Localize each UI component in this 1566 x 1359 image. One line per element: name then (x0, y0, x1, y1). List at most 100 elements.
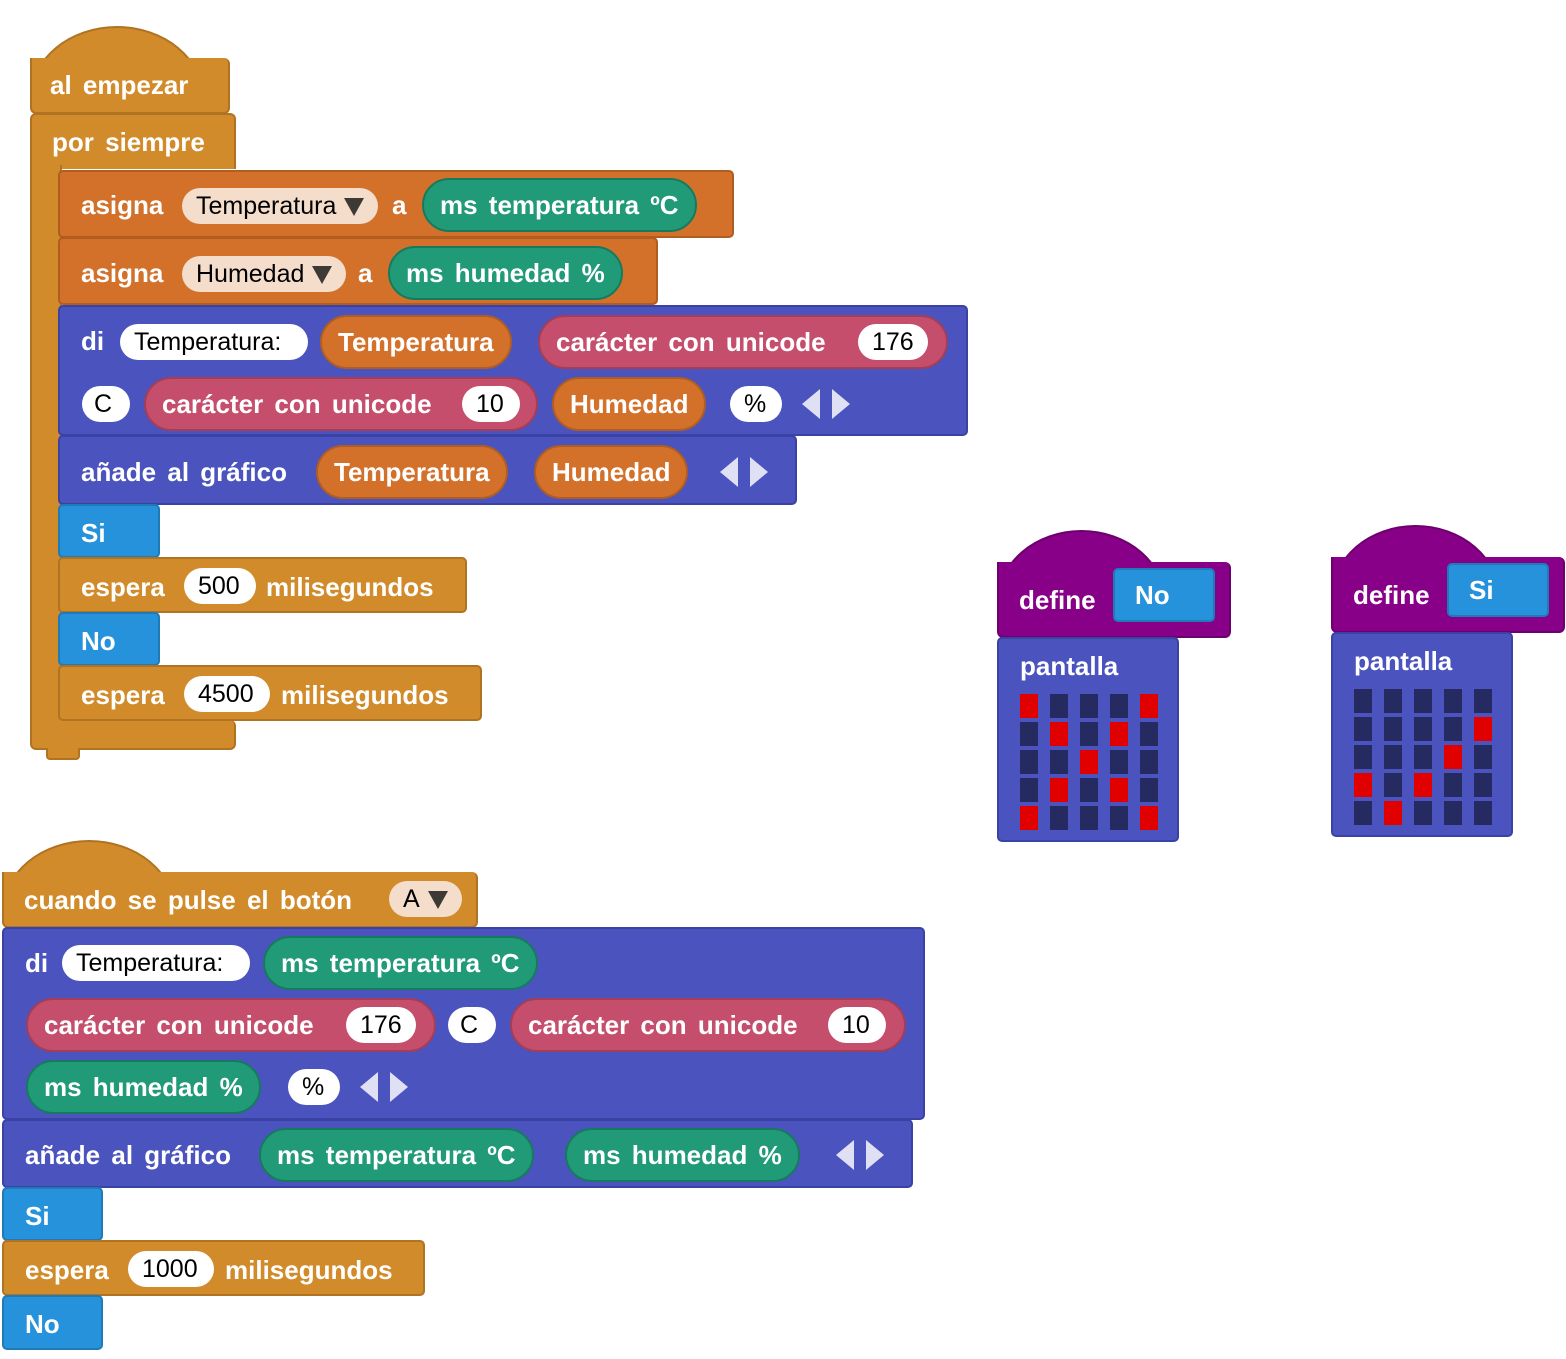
led-r4-c2[interactable] (1080, 806, 1098, 830)
led-r0-c2[interactable] (1080, 694, 1098, 718)
add-remove-args-arrows[interactable] (802, 389, 852, 419)
arrow-right-icon[interactable] (832, 389, 850, 419)
led-r0-c4[interactable] (1474, 689, 1492, 713)
led-r4-c3[interactable] (1444, 801, 1462, 825)
led-r4-c1[interactable] (1384, 801, 1402, 825)
led-r0-c0[interactable] (1020, 694, 1038, 718)
led-r4-c4[interactable] (1474, 801, 1492, 825)
say-text-field-2[interactable]: C (448, 1007, 496, 1043)
led-r2-c1[interactable] (1384, 745, 1402, 769)
humidity-sensor-reporter[interactable]: ms humedad % (388, 246, 623, 300)
led-r3-c3[interactable] (1110, 778, 1128, 802)
arrow-left-icon[interactable] (360, 1072, 378, 1102)
led-r4-c4[interactable] (1140, 806, 1158, 830)
button-dropdown[interactable]: A (389, 881, 462, 917)
say-text-field-3[interactable]: % (288, 1069, 340, 1105)
add-remove-args-arrows[interactable] (720, 457, 770, 487)
variable-dropdown-humidity[interactable]: Humedad (182, 256, 347, 292)
led-r3-c1[interactable] (1384, 773, 1402, 797)
say-text-field-1[interactable]: Temperatura: (120, 324, 308, 360)
function-name-no[interactable]: No (1113, 568, 1215, 622)
led-r3-c3[interactable] (1444, 773, 1462, 797)
call-si-block[interactable]: Si (58, 504, 160, 558)
temperature-variable-reporter[interactable]: Temperatura (316, 445, 508, 499)
unicode-value-field-176[interactable]: 176 (858, 324, 928, 360)
say-text-field-2[interactable]: C (82, 386, 130, 422)
unicode-value-field-10[interactable]: 10 (828, 1007, 886, 1043)
humidity-variable-reporter[interactable]: Humedad (552, 377, 707, 431)
led-r1-c3[interactable] (1110, 722, 1128, 746)
forever-block[interactable]: por siempre (30, 113, 236, 169)
wait-4500-block[interactable]: espera 4500 milisegundos (58, 665, 482, 721)
call-no-block[interactable]: No (2, 1295, 103, 1350)
unicode-value-field-176[interactable]: 176 (346, 1007, 416, 1043)
led-r1-c4[interactable] (1474, 717, 1492, 741)
led-r1-c4[interactable] (1140, 722, 1158, 746)
led-r3-c0[interactable] (1354, 773, 1372, 797)
humidity-sensor-reporter[interactable]: ms humedad % (26, 1060, 261, 1114)
led-r1-c1[interactable] (1050, 722, 1068, 746)
led-r0-c0[interactable] (1354, 689, 1372, 713)
led-r3-c2[interactable] (1414, 773, 1432, 797)
led-r0-c3[interactable] (1444, 689, 1462, 713)
led-r3-c0[interactable] (1020, 778, 1038, 802)
led-r3-c1[interactable] (1050, 778, 1068, 802)
call-si-block[interactable]: Si (2, 1187, 103, 1241)
arrow-left-icon[interactable] (836, 1140, 854, 1170)
say-text-field-3[interactable]: % (730, 386, 782, 422)
led-r0-c1[interactable] (1050, 694, 1068, 718)
led-r1-c0[interactable] (1020, 722, 1038, 746)
led-r2-c3[interactable] (1110, 750, 1128, 774)
wait-1000-block[interactable]: espera 1000 milisegundos (2, 1240, 425, 1296)
arrow-left-icon[interactable] (802, 389, 820, 419)
led-r2-c3[interactable] (1444, 745, 1462, 769)
led-r0-c2[interactable] (1414, 689, 1432, 713)
led-r3-c4[interactable] (1474, 773, 1492, 797)
arrow-right-icon[interactable] (750, 457, 768, 487)
unicode-value-field-10[interactable]: 10 (462, 386, 520, 422)
led-r1-c1[interactable] (1384, 717, 1402, 741)
led-r1-c2[interactable] (1080, 722, 1098, 746)
define-si-block[interactable]: define Si (1331, 557, 1565, 633)
wait-ms-field[interactable]: 1000 (128, 1251, 214, 1287)
add-remove-args-arrows[interactable] (360, 1072, 410, 1102)
temperature-sensor-reporter[interactable]: ms temperatura ºC (422, 178, 697, 232)
led-r4-c2[interactable] (1414, 801, 1432, 825)
led-r1-c3[interactable] (1444, 717, 1462, 741)
led-r4-c0[interactable] (1020, 806, 1038, 830)
led-r2-c4[interactable] (1140, 750, 1158, 774)
show-leds-block-no[interactable]: pantalla (997, 637, 1179, 842)
variable-dropdown-temperature[interactable]: Temperatura (182, 188, 379, 224)
arrow-right-icon[interactable] (866, 1140, 884, 1170)
led-r0-c1[interactable] (1384, 689, 1402, 713)
say-block[interactable]: di Temperatura: Temperatura carácter con… (58, 305, 968, 436)
wait-ms-field[interactable]: 4500 (184, 676, 270, 712)
led-r1-c2[interactable] (1414, 717, 1432, 741)
led-r1-c0[interactable] (1354, 717, 1372, 741)
led-r3-c2[interactable] (1080, 778, 1098, 802)
temperature-variable-reporter[interactable]: Temperatura (320, 315, 512, 369)
plot-block[interactable]: añade al gráfico ms temperatura ºC ms hu… (2, 1119, 913, 1188)
set-temperature-block[interactable]: asigna Temperatura a ms temperatura ºC (58, 170, 734, 238)
temperature-sensor-reporter[interactable]: ms temperatura ºC (263, 936, 538, 990)
led-r3-c4[interactable] (1140, 778, 1158, 802)
led-r2-c1[interactable] (1050, 750, 1068, 774)
temperature-sensor-reporter[interactable]: ms temperatura ºC (259, 1128, 534, 1182)
led-r2-c0[interactable] (1020, 750, 1038, 774)
show-leds-block-si[interactable]: pantalla (1331, 632, 1513, 837)
wait-ms-field[interactable]: 500 (184, 568, 256, 604)
led-r2-c2[interactable] (1080, 750, 1098, 774)
say-text-field-1[interactable]: Temperatura: (62, 945, 250, 981)
arrow-left-icon[interactable] (720, 457, 738, 487)
humidity-variable-reporter[interactable]: Humedad (534, 445, 689, 499)
on-button-pressed-block[interactable]: cuando se pulse el botón A (2, 872, 478, 928)
on-start-block[interactable]: al empezar (30, 58, 230, 114)
led-r0-c4[interactable] (1140, 694, 1158, 718)
led-r2-c2[interactable] (1414, 745, 1432, 769)
led-r4-c1[interactable] (1050, 806, 1068, 830)
humidity-sensor-reporter[interactable]: ms humedad % (565, 1128, 800, 1182)
set-humidity-block[interactable]: asigna Humedad a ms humedad % (58, 237, 658, 305)
add-remove-args-arrows[interactable] (836, 1140, 886, 1170)
led-r4-c3[interactable] (1110, 806, 1128, 830)
call-no-block[interactable]: No (58, 612, 160, 666)
